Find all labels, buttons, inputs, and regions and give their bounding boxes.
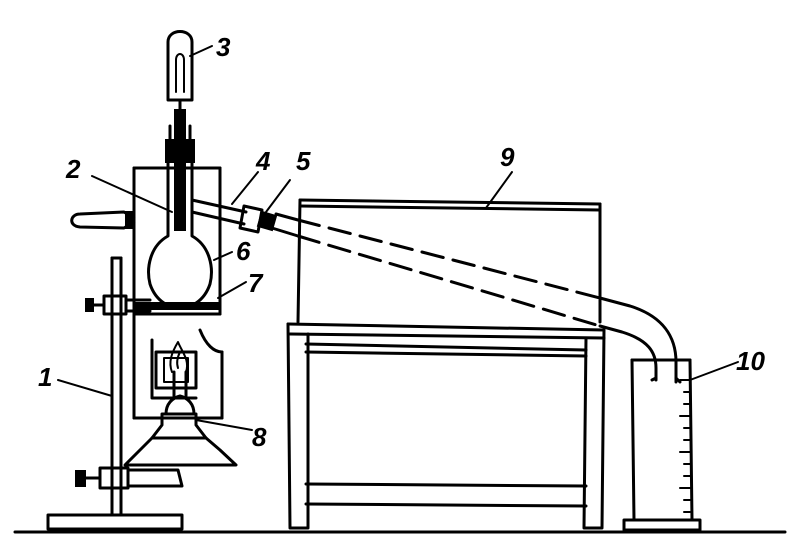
bath-table <box>286 322 606 530</box>
thermometer-stem <box>174 109 186 231</box>
label-10: 10 <box>736 346 765 376</box>
burner-flame-inner <box>176 351 181 369</box>
delivery-tube <box>190 198 248 226</box>
bath-top-rim-front <box>298 204 602 212</box>
leader-4 <box>231 171 259 205</box>
lower-clamp-arm <box>126 468 184 488</box>
cooling-bath <box>296 198 602 324</box>
outlet-tip <box>650 376 682 384</box>
label-3: 3 <box>216 32 231 62</box>
stand-base <box>46 513 184 531</box>
jacket-right-wall <box>218 166 224 420</box>
distillation-flask <box>147 109 213 310</box>
leader-3 <box>189 45 213 57</box>
label-6: 6 <box>236 236 251 266</box>
jacket-handle-mount <box>125 211 134 229</box>
flask-body <box>147 148 213 310</box>
label-9: 9 <box>500 142 515 172</box>
ring-stand <box>46 256 184 531</box>
leader-1 <box>57 379 113 397</box>
cutaway-inner-frame <box>163 357 189 383</box>
condenser-tube <box>270 212 678 384</box>
heating-jacket <box>70 166 224 420</box>
label-7: 7 <box>248 268 264 298</box>
leader-7 <box>217 281 247 299</box>
table-bottom-bar-upper <box>304 482 588 488</box>
graduated-cylinder <box>622 358 702 532</box>
condenser-entry-top <box>274 212 300 222</box>
table-rail-upper <box>304 342 588 352</box>
burner-flame <box>169 341 188 373</box>
label-8: 8 <box>252 422 267 452</box>
lower-clamp-block <box>98 466 130 490</box>
tube-connector <box>238 204 278 234</box>
leader-lines <box>57 45 739 431</box>
table-bottom-bar-lower <box>304 502 588 508</box>
thermometer-tube <box>166 30 194 102</box>
condenser-outlet-inner <box>598 324 658 382</box>
condenser-dashed-bottom <box>296 234 602 328</box>
leader-8 <box>195 419 253 431</box>
label-2: 2 <box>65 154 81 184</box>
upper-clamp-block <box>102 294 128 316</box>
side-arm-bottom <box>190 210 246 226</box>
gas-burner <box>123 341 238 467</box>
table-top-lower <box>288 332 606 340</box>
leader-9 <box>485 171 513 209</box>
cylinder-graduations <box>679 379 691 513</box>
cylinder-base <box>622 518 702 532</box>
connector-sleeve <box>238 204 264 234</box>
table-rail-lower <box>304 350 588 358</box>
bath-left-wall <box>296 198 302 324</box>
label-4: 4 <box>255 146 271 176</box>
leader-2 <box>91 175 173 213</box>
table-right-leg <box>582 328 606 530</box>
bath-top-rim-back <box>298 198 602 206</box>
condenser-entry-bottom <box>270 226 300 238</box>
thermometer <box>166 30 194 114</box>
cutaway-inner-box <box>154 350 198 390</box>
label-5: 5 <box>296 146 311 176</box>
burner-base <box>123 412 238 467</box>
label-1: 1 <box>38 362 52 392</box>
leader-6 <box>213 251 233 261</box>
leader-5 <box>265 179 291 213</box>
condenser-dashed-top <box>296 218 602 300</box>
lower-clamp-knob <box>75 470 86 487</box>
thermometer-capillary <box>175 53 185 93</box>
table-left-leg <box>286 322 310 530</box>
table-top-upper <box>286 322 606 332</box>
connector-joint <box>256 210 278 232</box>
side-arm-top <box>190 198 248 214</box>
burner-collar <box>164 394 196 416</box>
jacket-handle <box>70 210 136 230</box>
jacket-cutaway <box>150 328 224 400</box>
leader-10 <box>689 361 739 381</box>
upper-clamp-knob <box>85 298 94 312</box>
